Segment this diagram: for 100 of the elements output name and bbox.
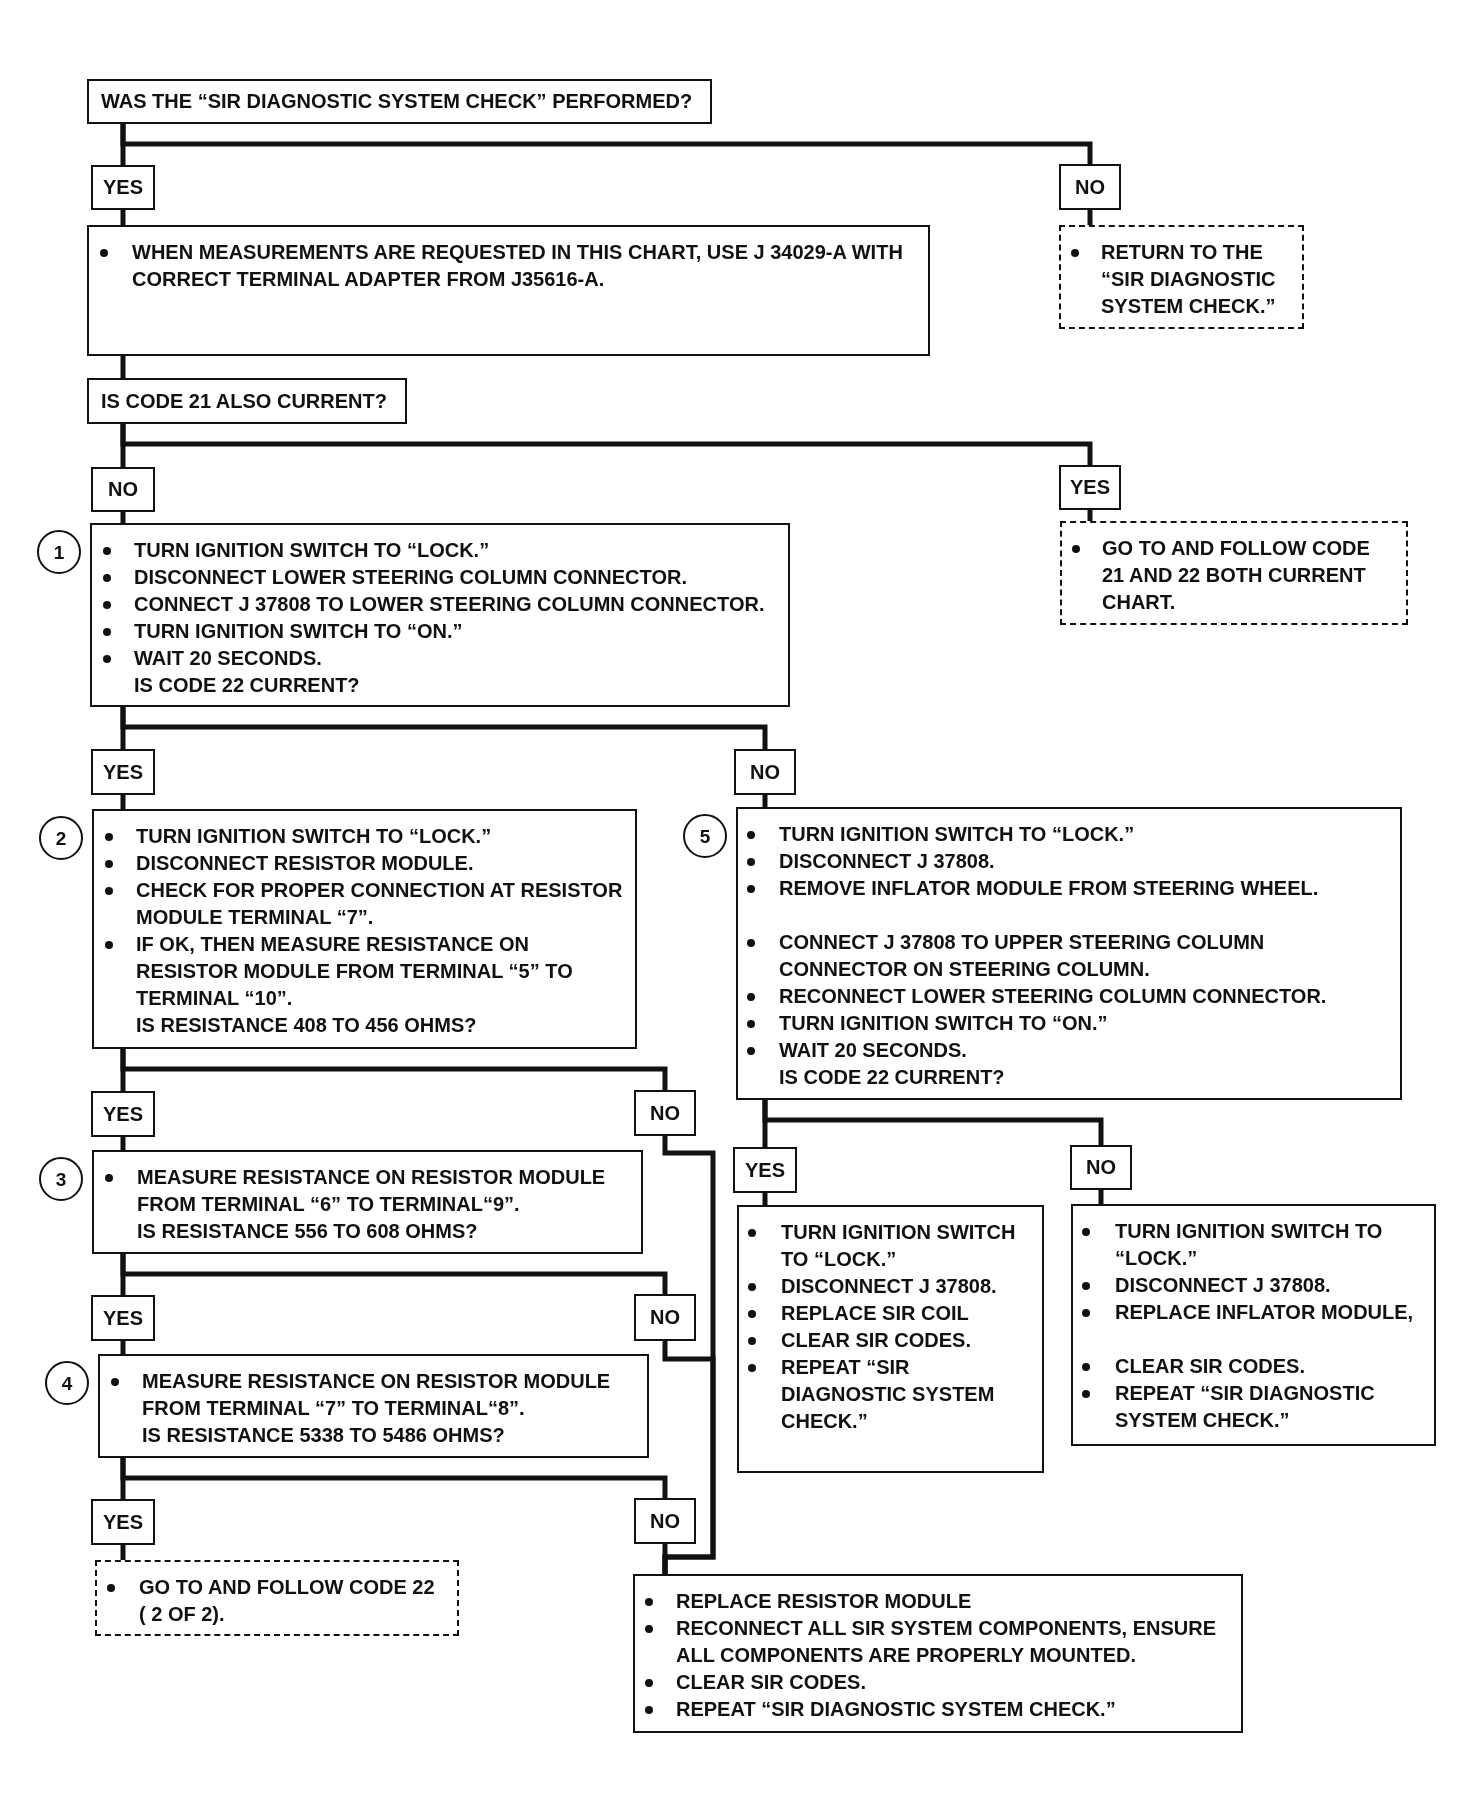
redirect-box xyxy=(1059,225,1304,329)
connector-line xyxy=(120,512,126,523)
connector-line xyxy=(762,1100,1104,1145)
answer-box xyxy=(634,1498,696,1544)
instruction-text: TURN IGNITION SWITCH TO “ON.” xyxy=(779,1011,1109,1036)
answer-box xyxy=(91,1091,155,1137)
instruction-text: CONNECT J 37808 TO UPPER STEERING COLUMN CONNECTOR ON STEERING COLUMN. xyxy=(779,930,1266,982)
answer-label: NO xyxy=(750,759,780,785)
instruction-text: REPLACE SIR COIL xyxy=(781,1301,970,1326)
step-number: 1 xyxy=(37,530,81,574)
connector-line xyxy=(120,1049,668,1090)
connector-line xyxy=(120,795,126,809)
connector-line xyxy=(120,1545,126,1560)
answer-label: YES xyxy=(103,1101,143,1127)
step-number: 2 xyxy=(39,816,83,860)
instruction-text: WAIT 20 SECONDS. xyxy=(134,646,323,671)
instruction-text: CONNECT J 37808 TO LOWER STEERING COLUMN CONNECTOR. xyxy=(134,592,766,617)
answer-box xyxy=(1059,465,1121,510)
instruction-box xyxy=(92,809,637,1049)
instruction-text: DISCONNECT RESISTOR MODULE. xyxy=(136,851,475,876)
instruction-text: IF OK, THEN MEASURE RESISTANCE ON RESISTOR MODULE FROM TERMINAL “5” TO TERMINAL “10”. xyxy=(136,932,574,1011)
instruction-box xyxy=(87,225,930,356)
answer-label: YES xyxy=(745,1157,785,1183)
answer-box xyxy=(1059,164,1121,210)
question-text: IS RESISTANCE 5338 TO 5486 OHMS? xyxy=(142,1423,506,1448)
answer-label: YES xyxy=(103,1305,143,1331)
instruction-text: TURN IGNITION SWITCH TO “ON.” xyxy=(134,619,464,644)
connector-line xyxy=(1087,210,1093,225)
answer-label: YES xyxy=(103,175,143,200)
instruction-text: DISCONNECT J 37808. xyxy=(781,1274,998,1299)
instruction-box xyxy=(737,1205,1044,1473)
connector-line xyxy=(120,210,126,225)
instruction-text: REPLACE RESISTOR MODULE xyxy=(676,1589,973,1614)
instruction-text: CLEAR SIR CODES. xyxy=(781,1328,973,1353)
connector-line xyxy=(662,1544,668,1574)
answer-box xyxy=(91,749,155,795)
instruction-text: RETURN TO THE “SIR DIAGNOSTIC SYSTEM CHECK.” xyxy=(1101,240,1277,319)
instruction-text: TURN IGNITION SWITCH TO “LOCK.” xyxy=(1115,1219,1384,1271)
instruction-box xyxy=(90,523,790,707)
instruction-box xyxy=(1071,1204,1436,1446)
instruction-text: TURN IGNITION SWITCH TO “LOCK.” xyxy=(134,538,491,563)
instruction-text: GO TO AND FOLLOW CODE 21 AND 22 BOTH CURRENT CHART. xyxy=(1102,536,1371,615)
instruction-text: RECONNECT LOWER STEERING COLUMN CONNECTOR. xyxy=(779,984,1328,1009)
step-number: 4 xyxy=(45,1361,89,1405)
question-box xyxy=(87,79,712,124)
connector-line xyxy=(762,1193,768,1205)
instruction-box xyxy=(633,1574,1243,1733)
connector-line xyxy=(120,1341,126,1354)
connector-line xyxy=(762,795,768,807)
answer-label: NO xyxy=(650,1508,680,1534)
answer-box xyxy=(634,1294,696,1341)
instruction-text: RECONNECT ALL SIR SYSTEM COMPONENTS, ENSURE ALL COMPONENTS ARE PROPERLY MOUNTED. xyxy=(676,1616,1218,1668)
instruction-text: REPLACE INFLATOR MODULE, xyxy=(1115,1300,1415,1325)
connector-line xyxy=(120,1458,668,1498)
redirect-box xyxy=(95,1560,459,1636)
answer-box xyxy=(734,749,796,795)
instruction-box xyxy=(736,807,1402,1100)
answer-label: YES xyxy=(103,1509,143,1535)
step-number: 3 xyxy=(39,1157,83,1201)
answer-box xyxy=(91,165,155,210)
instruction-text: TURN IGNITION SWITCH TO “LOCK.” xyxy=(781,1220,1017,1272)
instruction-text: WHEN MEASUREMENTS ARE REQUESTED IN THIS CHART, USE J 34029-A WITH CORRECT TERMINAL ADAPTER FROM J35616-A. xyxy=(132,240,904,292)
instruction-text: REPEAT “SIR DIAGNOSTIC SYSTEM CHECK.” xyxy=(781,1355,996,1434)
connector-line xyxy=(120,1137,126,1150)
instruction-text: GO TO AND FOLLOW CODE 22 ( 2 OF 2). xyxy=(139,1575,436,1627)
instruction-text: TURN IGNITION SWITCH TO “LOCK.” xyxy=(136,824,493,849)
instruction-text: REPEAT “SIR DIAGNOSTIC SYSTEM CHECK.” xyxy=(1115,1381,1376,1433)
answer-label: YES xyxy=(1070,475,1110,500)
answer-label: NO xyxy=(650,1305,680,1330)
answer-label: NO xyxy=(1086,1155,1116,1180)
instruction-box xyxy=(98,1354,649,1458)
instruction-text: TURN IGNITION SWITCH TO “LOCK.” xyxy=(779,822,1136,847)
answer-label: NO xyxy=(650,1100,680,1126)
connector-line xyxy=(120,424,1093,465)
connector-line xyxy=(120,356,126,378)
answer-box xyxy=(634,1090,696,1136)
answer-label: NO xyxy=(1075,174,1105,200)
question-text: IS CODE 22 CURRENT? xyxy=(134,673,361,698)
question-text: IS CODE 22 CURRENT? xyxy=(779,1065,1006,1090)
answer-box xyxy=(91,1499,155,1545)
instruction-text: DISCONNECT LOWER STEERING COLUMN CONNECTOR. xyxy=(134,565,688,590)
answer-box xyxy=(1070,1145,1132,1190)
instruction-text: DISCONNECT J 37808. xyxy=(1115,1273,1332,1298)
answer-box xyxy=(733,1147,797,1193)
answer-label: YES xyxy=(103,759,143,785)
connector-line xyxy=(1098,1190,1104,1204)
connector-line xyxy=(120,124,1093,164)
question-box xyxy=(87,378,407,424)
answer-box xyxy=(91,1295,155,1341)
instruction-text: CLEAR SIR CODES. xyxy=(676,1670,868,1695)
instruction-text: CHECK FOR PROPER CONNECTION AT RESISTOR MODULE TERMINAL “7”. xyxy=(136,878,624,930)
question-text: WAS THE “SIR DIAGNOSTIC SYSTEM CHECK” PERFORMED? xyxy=(101,89,693,114)
instruction-text: REPEAT “SIR DIAGNOSTIC SYSTEM CHECK.” xyxy=(676,1697,1117,1722)
redirect-box xyxy=(1060,521,1408,625)
connector-line xyxy=(120,1254,668,1294)
instruction-text: REMOVE INFLATOR MODULE FROM STEERING WHEEL. xyxy=(779,876,1320,901)
instruction-text: WAIT 20 SECONDS. xyxy=(779,1038,968,1063)
answer-box xyxy=(91,467,155,512)
connector-line xyxy=(1087,510,1093,521)
instruction-text: CLEAR SIR CODES. xyxy=(1115,1354,1307,1379)
